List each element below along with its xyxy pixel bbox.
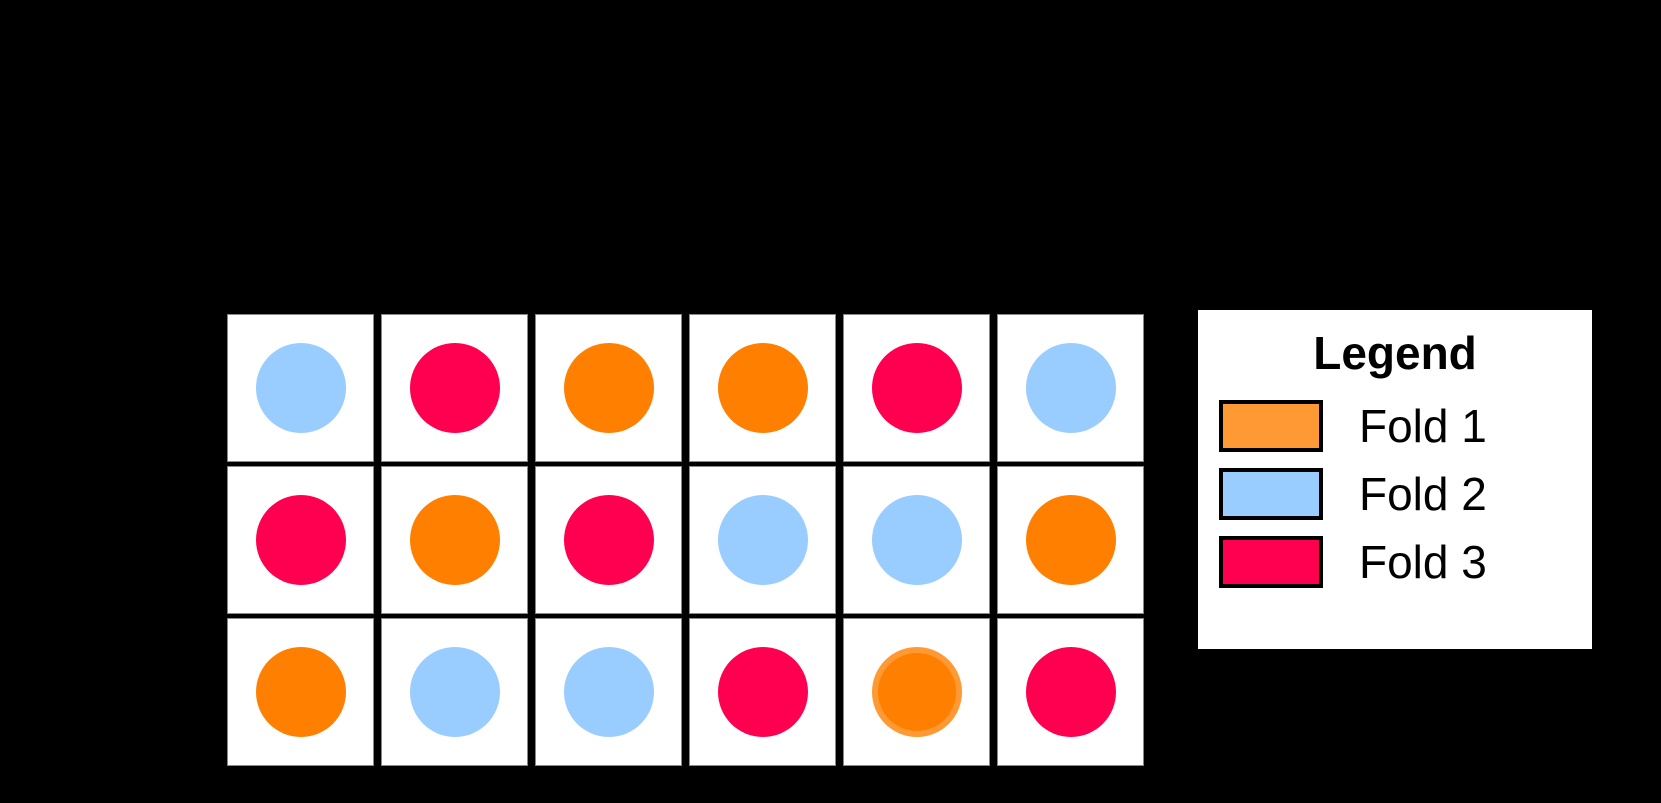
fold-3-circle-icon: [1025, 647, 1116, 737]
legend-item-fold-1: Fold 1: [1219, 400, 1579, 460]
grid-cell: [843, 466, 990, 614]
grid-cell: [227, 314, 374, 462]
legend-label: Fold 2: [1359, 468, 1487, 520]
grid-cell: [227, 618, 374, 766]
fold-2-circle-icon: [717, 495, 808, 585]
grid-cell: [689, 618, 836, 766]
fold-assignment-grid: [227, 314, 1144, 766]
fold-2-swatch: [1219, 468, 1323, 520]
grid-cell: [843, 618, 990, 766]
grid-cell: [689, 314, 836, 462]
legend-title: Legend: [1313, 327, 1477, 379]
fold-1-swatch: [1219, 400, 1323, 452]
grid-cell: [689, 466, 836, 614]
fold-2-circle-icon: [409, 647, 500, 737]
fold-2-circle-icon: [871, 495, 962, 585]
grid-cell: [381, 314, 528, 462]
grid-cell: [381, 618, 528, 766]
fold-3-circle-icon: [717, 647, 808, 737]
fold-3-circle-icon: [563, 495, 654, 585]
legend-item-fold-2: Fold 2: [1219, 468, 1579, 528]
fold-3-circle-icon: [409, 343, 500, 433]
legend-label: Fold 1: [1359, 400, 1487, 452]
grid-cell: [535, 466, 682, 614]
legend: Legend Fold 1 Fold 2 Fold 3: [1198, 310, 1592, 649]
fold-1-circle-icon: [409, 495, 500, 585]
fold-3-circle-icon: [255, 495, 346, 585]
grid-cell: [997, 466, 1144, 614]
fold-3-circle-icon: [871, 343, 962, 433]
fold-1-circle-icon: [563, 343, 654, 433]
grid-cell: [535, 314, 682, 462]
grid-cell: [997, 314, 1144, 462]
fold-1-circle-icon: [717, 343, 808, 433]
grid-cell: [843, 314, 990, 462]
grid-cell: [997, 618, 1144, 766]
fold-1-circle-icon: [1025, 495, 1116, 585]
grid-cell: [227, 466, 374, 614]
legend-label: Fold 3: [1359, 536, 1487, 588]
grid-cell: [381, 466, 528, 614]
legend-item-fold-3: Fold 3: [1219, 536, 1579, 596]
fold-1-circle-icon: [871, 647, 962, 737]
fold-2-circle-icon: [1025, 343, 1116, 433]
grid-cell: [535, 618, 682, 766]
fold-2-circle-icon: [255, 343, 346, 433]
fold-2-circle-icon: [563, 647, 654, 737]
fold-1-circle-icon: [255, 647, 346, 737]
fold-3-swatch: [1219, 536, 1323, 588]
